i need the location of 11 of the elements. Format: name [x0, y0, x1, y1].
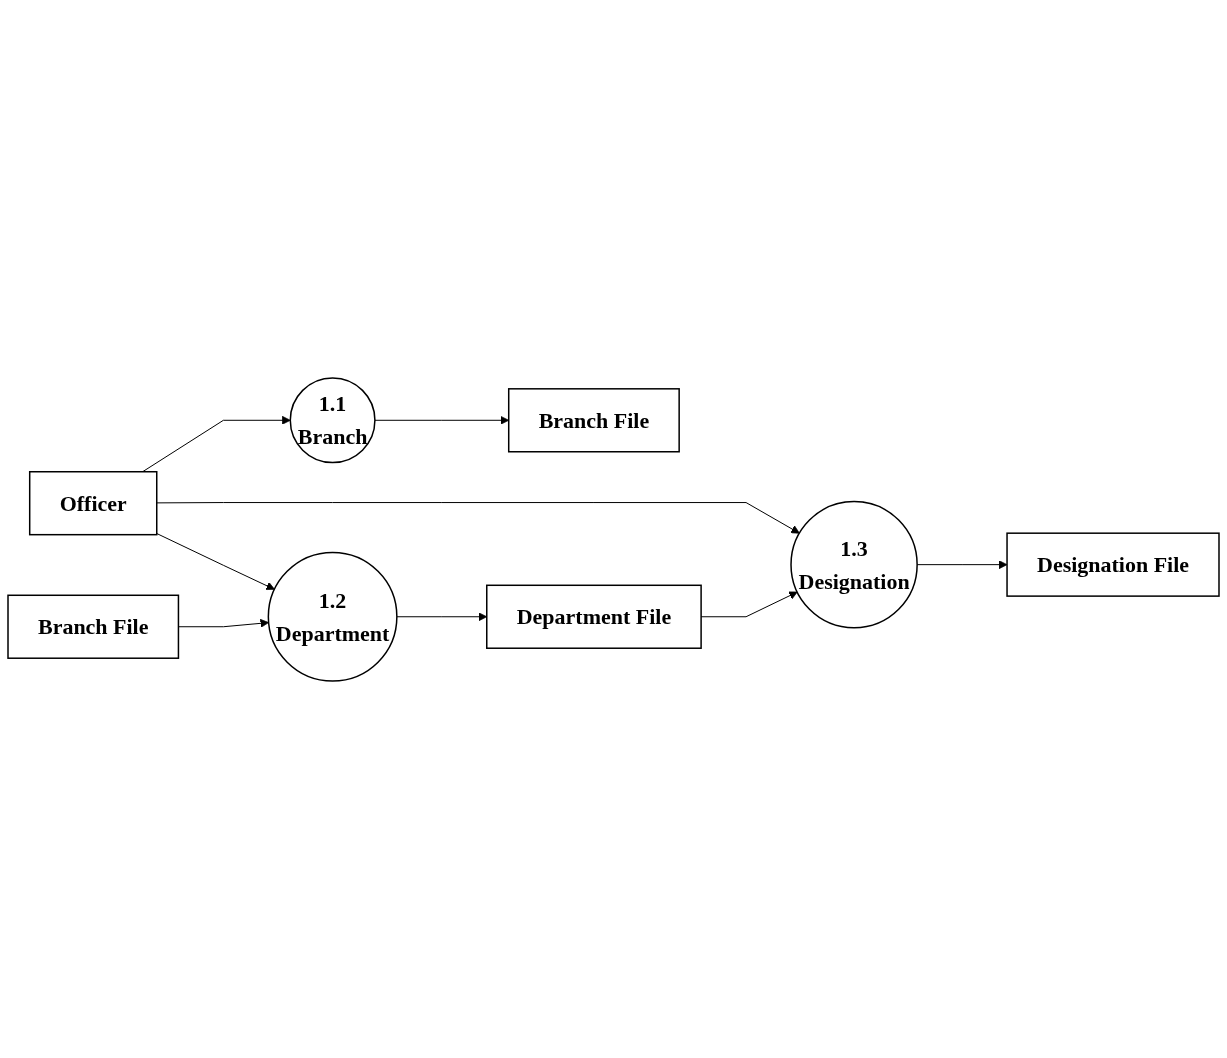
node-box: Branch File	[7, 594, 180, 659]
node-box: Designation File	[1006, 531, 1220, 597]
arrow	[156, 501, 800, 534]
node-box: Department File	[486, 584, 702, 649]
arrow	[142, 415, 291, 472]
node-box: Branch File	[507, 387, 680, 452]
node-box: Officer	[28, 470, 158, 535]
node-circle: 1.2 Department	[267, 551, 398, 682]
arrow	[156, 532, 275, 590]
node-circle: 1.1 Branch	[289, 376, 376, 463]
node-circle: 1.3 Designation	[790, 500, 918, 628]
